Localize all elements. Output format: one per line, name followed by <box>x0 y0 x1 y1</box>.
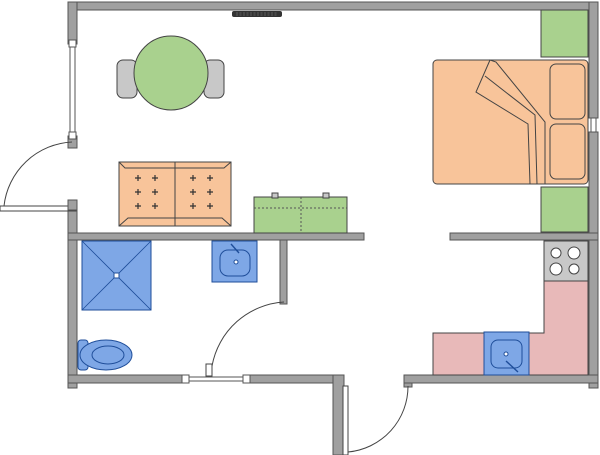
wall-bathroom-right <box>279 239 288 305</box>
door-swing-icon <box>211 301 285 367</box>
wall-entry-left-jamb <box>332 374 345 455</box>
wall-top <box>67 1 599 11</box>
door-entry[interactable] <box>342 385 409 455</box>
window-bottom <box>181 374 251 384</box>
nightstand-icon[interactable] <box>540 9 589 58</box>
wall-left-upper <box>67 1 78 45</box>
door-swing-icon <box>347 385 409 453</box>
toilet-icon[interactable] <box>77 339 133 371</box>
wall-bottom-mid <box>245 374 345 384</box>
wall-bottom-left <box>67 374 187 384</box>
wall-right-mid <box>588 131 599 389</box>
dining-set[interactable] <box>116 35 225 111</box>
sofa-icon[interactable] <box>118 161 232 227</box>
windows <box>68 39 597 384</box>
door-swing-icon <box>3 141 73 207</box>
nightstand-icon[interactable] <box>540 186 589 233</box>
pillow <box>549 123 586 180</box>
wash-basin-icon <box>483 331 530 376</box>
shower-tray-icon[interactable] <box>81 240 152 311</box>
pillow <box>549 63 586 120</box>
kitchen-counter-icon[interactable] <box>432 280 589 376</box>
blanket-fold <box>475 59 546 185</box>
window-left <box>68 39 77 140</box>
wall-right-upper <box>588 1 599 119</box>
stove-icon[interactable] <box>543 240 589 282</box>
vent-grille-icon <box>232 11 282 17</box>
doors <box>0 141 409 455</box>
wall-bathroom-top <box>67 232 365 241</box>
round-table-icon <box>133 35 209 111</box>
wall-bottom-right <box>403 374 599 384</box>
window-right <box>590 118 597 132</box>
wash-basin-icon[interactable] <box>211 240 258 283</box>
door-bathroom[interactable] <box>205 301 285 377</box>
walls <box>67 1 599 455</box>
wall-kitchen-top <box>449 232 599 241</box>
sofa-tufting <box>135 175 213 209</box>
dresser-icon[interactable] <box>253 192 348 234</box>
double-bed-icon[interactable] <box>432 59 589 185</box>
door-left[interactable] <box>0 141 78 212</box>
